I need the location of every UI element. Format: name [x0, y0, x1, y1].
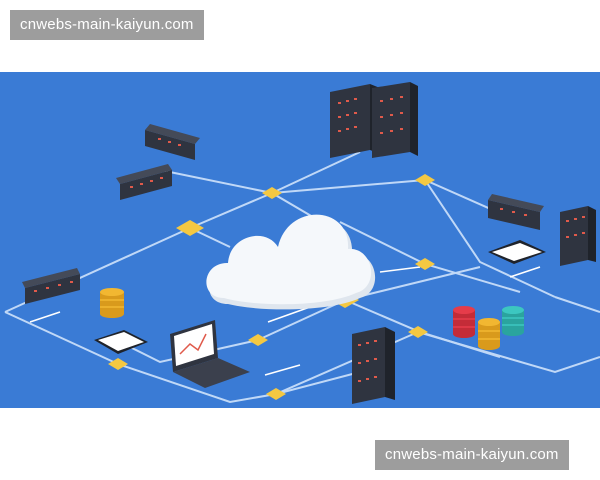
- connector-node-icon: [176, 220, 204, 236]
- server-rack-icon: [560, 206, 596, 266]
- server-rack-icon: [352, 327, 395, 404]
- connector-node-icon: [262, 187, 282, 199]
- watermark-bottom: cnwebs-main-kaiyun.com: [375, 440, 569, 470]
- tablet-icon: [488, 240, 546, 264]
- database-stack-icon: [100, 288, 124, 318]
- connector-node-icon: [108, 358, 128, 370]
- laptop-icon: [170, 320, 250, 388]
- database-stack-icon: [453, 306, 475, 338]
- network-switch-icon: [145, 124, 200, 160]
- connector-node-icon: [266, 388, 286, 400]
- connector-node-icon: [415, 258, 435, 270]
- server-rack-icon: [330, 82, 418, 158]
- tablet-icon: [94, 330, 148, 354]
- network-switch-icon: [22, 268, 80, 304]
- cloud-network-illustration: [0, 72, 600, 408]
- data-flow-arrows: [29, 266, 541, 376]
- connector-node-icon: [415, 174, 435, 186]
- database-stack-icon: [502, 306, 524, 336]
- database-stack-icon: [478, 318, 500, 350]
- connector-node-icon: [408, 326, 428, 338]
- connector-node-icon: [248, 334, 268, 346]
- network-switch-icon: [116, 164, 172, 200]
- watermark-top: cnwebs-main-kaiyun.com: [10, 10, 204, 40]
- cloud-icon: [206, 214, 376, 310]
- network-switch-icon: [488, 194, 544, 230]
